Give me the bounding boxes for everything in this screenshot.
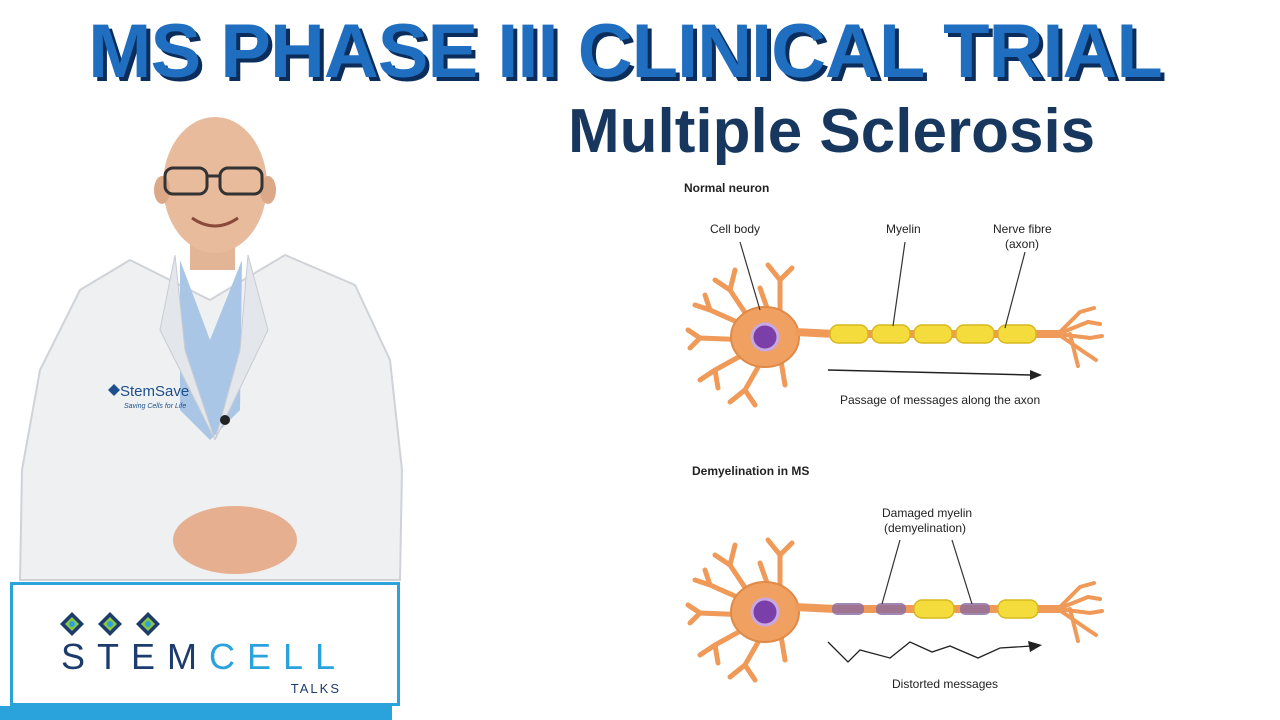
myelin-segment (955, 324, 995, 344)
intact-myelin (997, 599, 1039, 619)
normal-caption: Passage of messages along the axon (840, 393, 1040, 407)
lapel-right (214, 254, 269, 441)
damaged-myelin (960, 603, 990, 615)
coat-logo: StemSave Saving Cells for Life (108, 383, 189, 410)
demyelination-label: (demyelination) (884, 521, 966, 535)
logo-wordmark: STEMCELL (61, 637, 347, 677)
ear-right (260, 176, 276, 204)
logo-talks-text: TALKS (290, 681, 341, 696)
intact-myelin (913, 599, 955, 619)
distorted-arrow (827, 641, 1033, 663)
ms-heading: Demyelination in MS (692, 464, 809, 478)
head (163, 117, 267, 253)
damaged-myelin-label: Damaged myelin (882, 506, 972, 520)
normal-nucleus (750, 322, 780, 352)
damaged-myelin (876, 603, 906, 615)
lapel-mic (220, 415, 230, 425)
logo-diamonds-icon (60, 612, 160, 636)
ms-nucleus (750, 597, 780, 627)
nerve-fibre-label: Nerve fibre (993, 222, 1052, 236)
stemcell-talks-logo: STEMCELL TALKS (10, 582, 400, 706)
coat-logo-tagline: Saving Cells for Life (124, 403, 186, 410)
myelin-segment (829, 324, 869, 344)
ms-neuron (685, 537, 1104, 683)
myelin-segment (871, 324, 911, 344)
hands (173, 506, 297, 574)
damaged-myelin (832, 603, 864, 615)
logo-cell-text: CELL (209, 636, 348, 677)
presenter-image: StemSave Saving Cells for Life (18, 117, 404, 581)
coat-logo-text: StemSave (120, 383, 189, 400)
logo-accent-bar (0, 706, 392, 720)
normal-neuron-heading: Normal neuron (684, 181, 769, 195)
normal-neuron (685, 241, 1104, 408)
glasses-left (163, 166, 209, 196)
myelin-segment (913, 324, 953, 344)
glasses-right (218, 166, 264, 196)
cell-body-label: Cell body (710, 222, 760, 236)
myelin-segment (997, 324, 1037, 344)
logo-stem-text: STEM (61, 636, 210, 677)
page-subtitle: Multiple Sclerosis (568, 97, 1096, 166)
smile (191, 216, 239, 228)
axon-label: (axon) (1005, 237, 1039, 251)
shirt (180, 260, 242, 440)
page-title: MS PHASE III CLINICAL TRIAL (88, 9, 1163, 94)
myelin-label: Myelin (886, 222, 921, 236)
ms-caption: Distorted messages (892, 677, 998, 691)
neuron-diagram: Normal neuron Cell body Myelin Nerve fib… (684, 181, 1104, 691)
